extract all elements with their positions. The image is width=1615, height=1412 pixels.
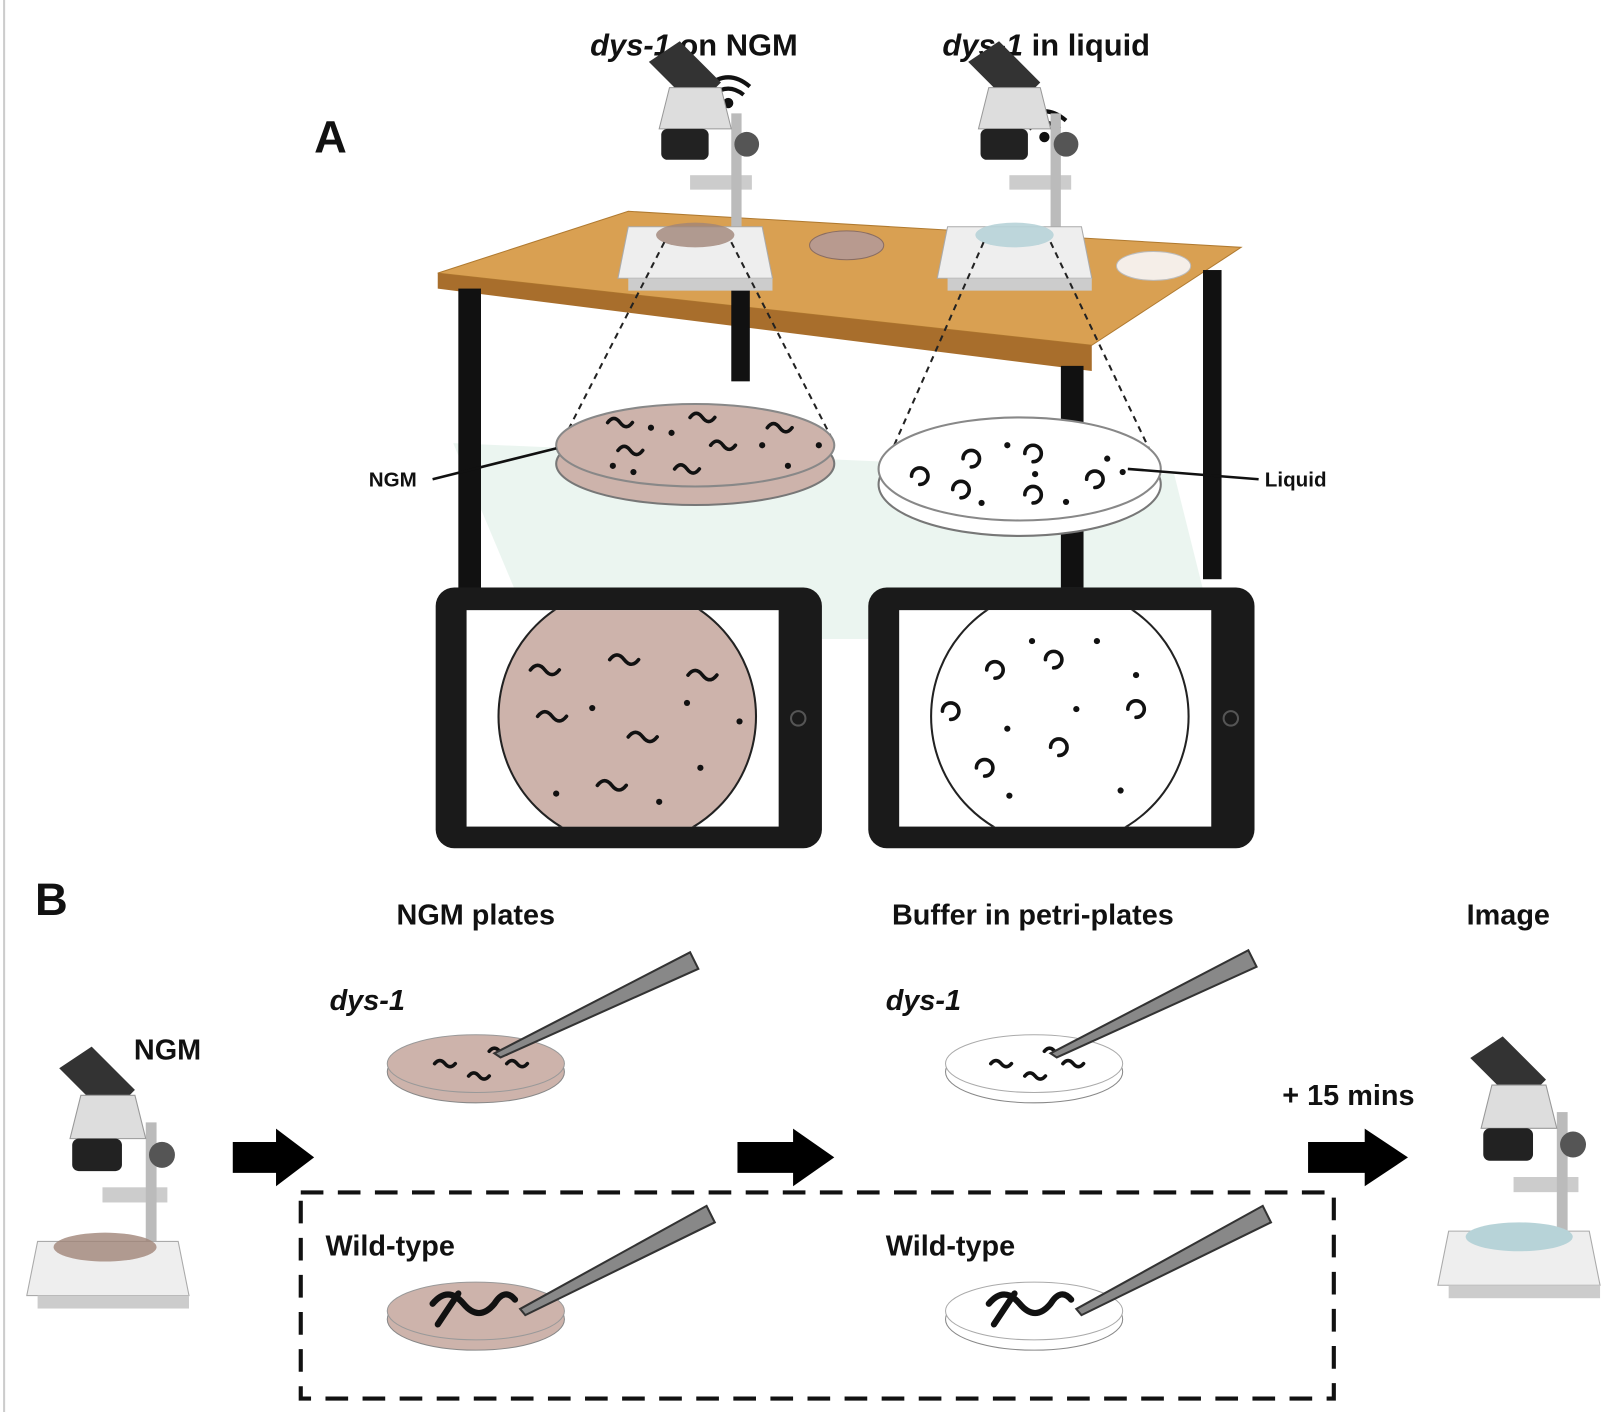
ngm-label: NGM	[369, 468, 417, 491]
microscope-source	[26, 1046, 190, 1310]
dish-dys1-buffer	[945, 1034, 1124, 1104]
wildtype-label: Wild-type	[886, 1230, 1015, 1262]
tablet-liquid	[868, 587, 1255, 849]
table-edge	[437, 273, 1092, 372]
ngm-source-label: NGM	[134, 1035, 201, 1067]
liquid-label: Liquid	[1265, 468, 1327, 491]
table-leg	[458, 288, 481, 598]
tablet-ngm	[435, 587, 822, 849]
petri-dish-ngm	[809, 230, 885, 261]
panel-a-label: A	[314, 112, 347, 163]
ngm-plate-zoom	[555, 402, 836, 507]
zoom-lines	[560, 241, 1160, 470]
microscope-right	[936, 40, 1093, 292]
scope-stage-plate	[975, 222, 1054, 248]
dys1-label: dys-1	[330, 985, 405, 1017]
worm-pick-icon	[492, 950, 700, 1059]
wildtype-dashed-box	[298, 1190, 1336, 1401]
liquid-pointer	[1127, 467, 1259, 481]
table-leg	[731, 278, 750, 382]
col-title-buffer: Buffer in petri-plates	[892, 899, 1174, 931]
table-leg	[1203, 270, 1222, 580]
worm-pick-icon	[1074, 1204, 1273, 1317]
ngm-pointer	[432, 447, 557, 481]
scope-right-title: dys-1 in liquid	[942, 28, 1150, 63]
dys1-label: dys-1	[886, 985, 961, 1017]
microscope-left	[617, 40, 773, 292]
panel-b-label: B	[35, 874, 68, 925]
arrow-right-icon	[737, 1128, 835, 1187]
arrow-right-icon	[1308, 1128, 1408, 1187]
col-title-ngm-plates: NGM plates	[397, 899, 556, 931]
petri-dish-liquid	[1115, 250, 1192, 281]
dish-wildtype-ngm	[386, 1281, 565, 1351]
wildtype-label: Wild-type	[325, 1230, 454, 1262]
scope-stage-plate	[1465, 1222, 1573, 1252]
time-label: + 15 mins	[1282, 1080, 1414, 1112]
liquid-plate-zoom	[877, 416, 1162, 537]
scope-stage-plate	[53, 1232, 157, 1262]
worm-pick-icon	[1048, 948, 1258, 1059]
col-title-image: Image	[1467, 899, 1550, 931]
scope-stage-plate	[656, 222, 735, 248]
worm-pick-icon	[518, 1204, 717, 1317]
microscope-image	[1437, 1035, 1601, 1299]
dish-dys1-ngm	[386, 1034, 565, 1104]
scope-left-title: dys-1 on NGM	[590, 28, 798, 63]
arrow-right-icon	[232, 1128, 315, 1187]
dish-wildtype-buffer	[945, 1281, 1124, 1351]
